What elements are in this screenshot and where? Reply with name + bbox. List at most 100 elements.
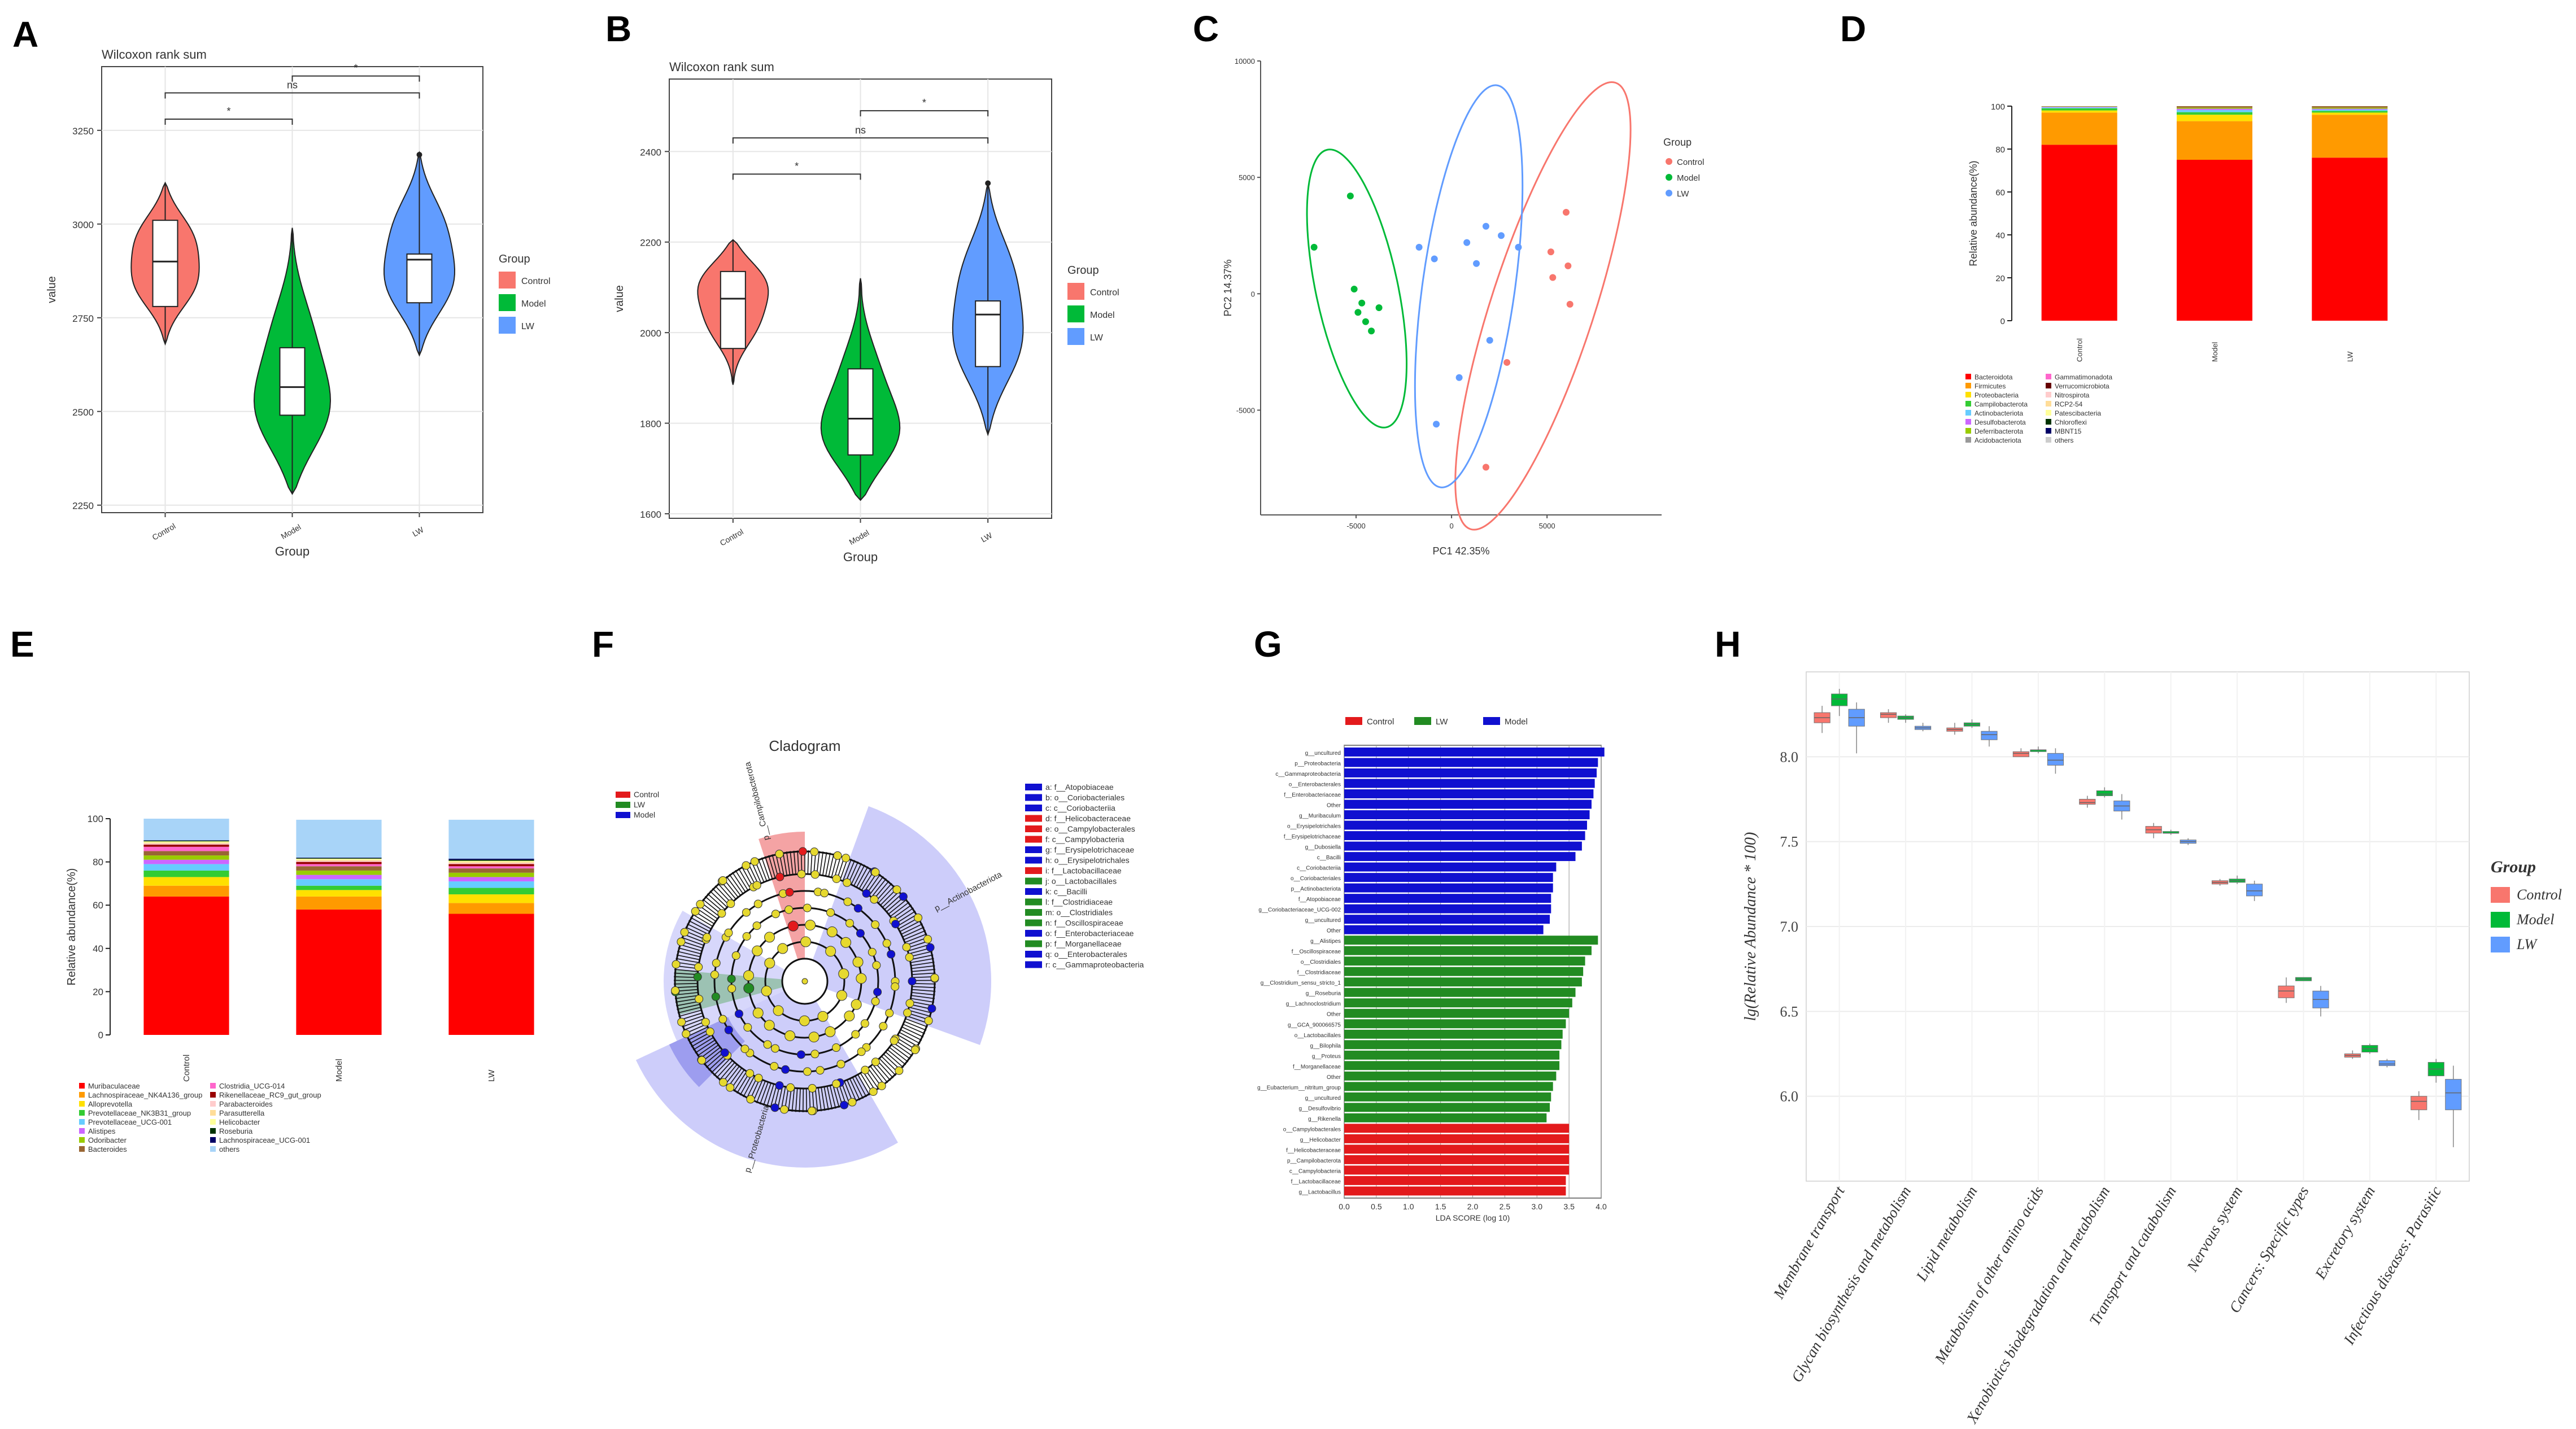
cladogram-leaf	[743, 1076, 755, 1098]
legend-swatch	[2046, 437, 2051, 443]
cladogram-node	[860, 1019, 869, 1028]
cladogram-leaf	[677, 951, 701, 958]
lda-bar	[1344, 1092, 1551, 1102]
cladogram-node	[718, 876, 727, 885]
cladogram-leaf	[855, 1076, 867, 1098]
cladogram-leaf	[757, 858, 768, 881]
legend-swatch	[210, 1101, 216, 1107]
legend-swatch	[210, 1092, 216, 1098]
box-lw	[2047, 753, 2064, 766]
scatter-point-model	[1375, 304, 1383, 312]
stacked-segment	[296, 859, 382, 861]
lda-bar-label: p__Campilobacterota	[1287, 1158, 1341, 1164]
legend-label: Gammatimonadota	[2055, 373, 2112, 381]
x-tick-label: Metabolism of other amino acids	[1931, 1183, 2047, 1367]
cladogram-node	[853, 904, 862, 913]
cladogram-leaf	[795, 1088, 798, 1112]
cladogram-leaf	[852, 1077, 864, 1099]
box-iqr	[975, 300, 1001, 368]
scatter-point-control	[1547, 248, 1554, 256]
cladogram-node	[873, 987, 882, 997]
cladogram-node	[871, 1057, 880, 1067]
lda-bar-label: g__Rikenella	[1308, 1116, 1341, 1122]
lda-bar	[1344, 1175, 1566, 1185]
x-tick-label: Model	[2211, 342, 2219, 362]
legend-label: Parabacteroides	[219, 1100, 273, 1108]
stacked-segment	[448, 819, 534, 859]
y-tick-label: 40	[93, 943, 103, 954]
stacked-segment	[143, 864, 229, 871]
cladogram-node	[848, 1098, 857, 1107]
cladogram-node	[693, 972, 702, 981]
y-axis-label: PC2 14.37%	[1222, 259, 1233, 316]
scatter-point-lw	[1463, 239, 1471, 246]
cladogram-node	[851, 1030, 860, 1039]
cladogram-node	[871, 920, 880, 929]
cladogram-leaf	[708, 1054, 727, 1071]
cladogram-node	[780, 1105, 789, 1114]
legend-label: Actinobacteriota	[1975, 409, 2023, 417]
cladogram-leaf	[903, 1024, 925, 1034]
cladogram-leaf	[690, 917, 712, 930]
cladogram-leaf	[875, 882, 892, 902]
significance-label: *	[795, 160, 799, 172]
key-swatch	[1025, 825, 1042, 832]
lda-bar-label: g__Muribaculum	[1299, 813, 1341, 819]
legend-swatch	[2046, 428, 2051, 434]
legend-label: Campilobacterota	[1975, 400, 2028, 408]
cladogram-leaf	[735, 869, 748, 891]
stacked-segment	[2176, 107, 2253, 109]
cladogram-node	[924, 1016, 933, 1025]
cladogram-node	[785, 888, 794, 897]
cladogram-node	[825, 946, 836, 957]
stacked-segment	[296, 885, 382, 890]
box-iqr	[279, 347, 306, 416]
cladogram-node	[726, 1083, 735, 1092]
cladogram-node	[724, 1025, 733, 1034]
stacked-segment	[143, 885, 229, 897]
cladogram-leaf	[709, 890, 727, 908]
cladogram-leaf	[819, 851, 824, 875]
legend-swatch	[2491, 912, 2510, 928]
stacked-segment	[448, 881, 534, 888]
cladogram-node	[784, 905, 794, 914]
cladogram-leaf	[829, 1085, 836, 1109]
legend-label: Roseburia	[219, 1127, 253, 1135]
cladogram-node	[743, 1023, 752, 1032]
cladogram-node	[764, 958, 775, 969]
cladogram-node	[870, 895, 879, 904]
scatter-point-control	[1566, 300, 1574, 308]
scatter-point-control	[1564, 262, 1572, 269]
x-tick-label: Control	[2076, 338, 2084, 362]
lda-bar-label: o__Lactobacillales	[1294, 1033, 1341, 1039]
cladogram-node	[892, 885, 901, 894]
legend-label: Control	[1677, 158, 1704, 167]
cladogram-leaf	[856, 866, 869, 888]
cladogram-node	[727, 974, 736, 984]
legend-swatch	[79, 1128, 85, 1134]
legend-swatch	[210, 1110, 216, 1116]
y-tick-label: 0	[1251, 290, 1255, 298]
legend-label: Model	[2516, 911, 2554, 928]
y-tick-label: 2750	[72, 313, 94, 324]
key-swatch	[1025, 919, 1042, 927]
y-tick-label: 7.0	[1780, 919, 1799, 935]
cladogram-node	[694, 963, 703, 972]
y-axis-label: value	[613, 285, 626, 312]
cladogram-leaf	[687, 923, 709, 935]
clade-highlight-actinobacteriota	[812, 806, 991, 1045]
cladogram-leaf	[896, 914, 918, 927]
key-swatch	[1025, 930, 1042, 937]
cladogram-node	[836, 990, 847, 1001]
stacked-segment	[448, 858, 534, 860]
lda-bar-label: g__Lactobacillus	[1299, 1189, 1341, 1195]
x-tick-label: LW	[979, 530, 994, 544]
cladogram-leaf	[900, 1029, 922, 1041]
cladogram-node	[805, 919, 816, 930]
significance-bracket	[860, 110, 989, 117]
cladogram-node	[734, 1010, 743, 1019]
lda-bar	[1344, 894, 1551, 903]
legend-swatch	[1965, 383, 1971, 388]
